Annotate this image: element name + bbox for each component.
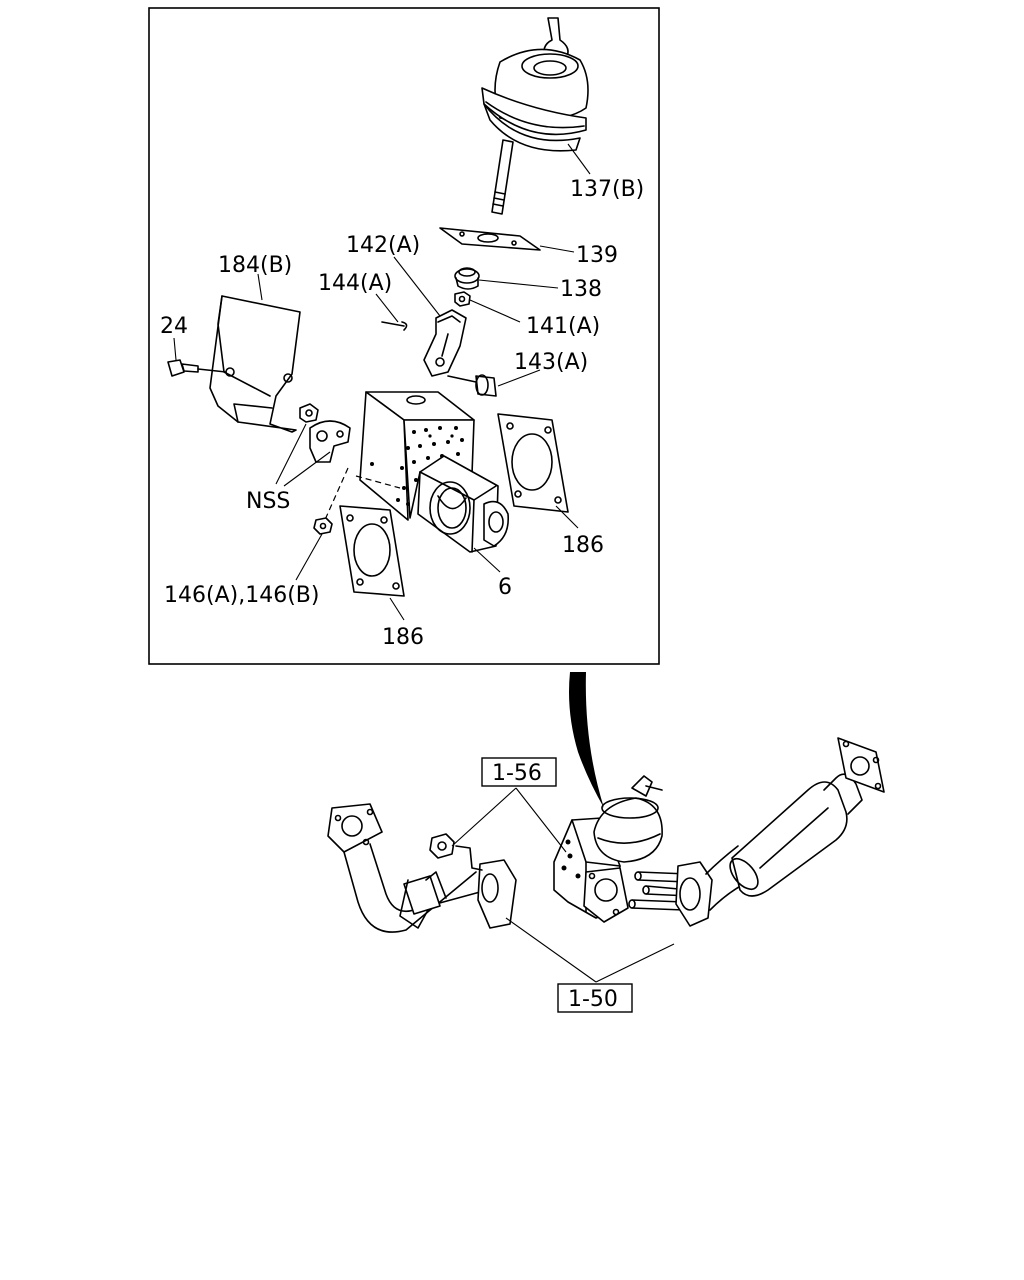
label-186-bottom: 186 (382, 625, 424, 650)
part-valve-body (359, 391, 510, 553)
label-143a: 143(A) (514, 350, 588, 375)
part-lever-142a (423, 309, 467, 377)
part-pin-144a (381, 321, 408, 331)
valve-holes (370, 426, 464, 506)
part-bolt-24 (167, 359, 227, 377)
part-gasket-186-right (497, 413, 569, 513)
part-heat-shield-184b (209, 295, 301, 433)
part-gasket-139 (439, 227, 541, 251)
label-137b: 137(B) (570, 177, 644, 202)
detail-frame (148, 7, 660, 665)
label-24: 24 (160, 314, 188, 339)
label-139: 139 (576, 243, 618, 268)
label-184b: 184(B) (218, 253, 292, 278)
part-gasket-186-bottom (339, 505, 405, 597)
part-bolt-143a (447, 374, 497, 397)
label-186-right: 186 (562, 533, 604, 558)
label-142a: 142(A) (346, 233, 420, 258)
svg-text:1-50: 1-50 (568, 987, 618, 1012)
part-nut-141a (454, 291, 471, 307)
lower-assembly (327, 737, 885, 933)
part-seal-138 (454, 267, 480, 290)
label-146: 146(A),146(B) (164, 583, 319, 608)
label-6: 6 (498, 575, 512, 600)
label-nss: NSS (246, 489, 290, 514)
ref-box-1-50[interactable]: 1-50 (557, 983, 633, 1013)
label-141a: 141(A) (526, 314, 600, 339)
label-144a: 144(A) (318, 271, 392, 296)
ref-box-1-56[interactable]: 1-56 (481, 757, 557, 787)
pointer-arrow (569, 672, 604, 808)
label-138: 138 (560, 277, 602, 302)
part-nss (299, 403, 351, 463)
svg-text:1-56: 1-56 (492, 761, 542, 786)
part-actuator (481, 17, 589, 215)
part-nut-146 (313, 517, 333, 535)
